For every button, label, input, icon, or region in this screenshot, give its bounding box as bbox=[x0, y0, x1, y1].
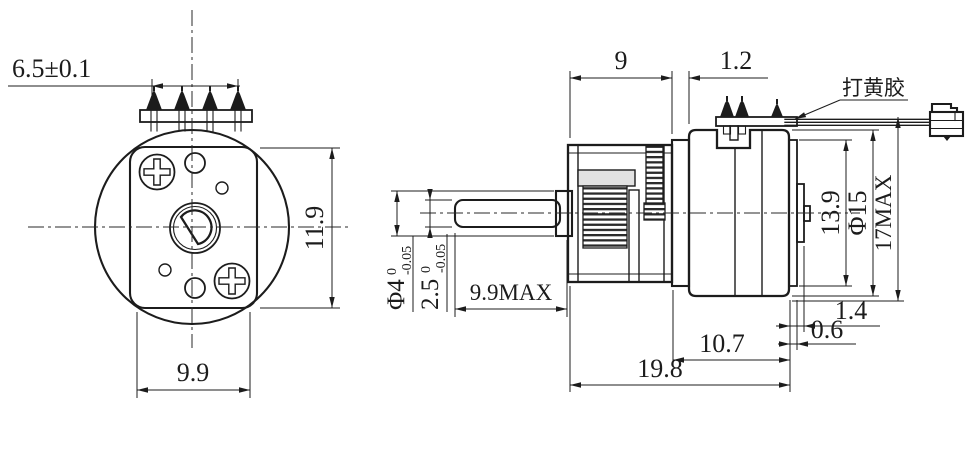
dim-rear-cap-diameter: 13.9 bbox=[799, 139, 852, 287]
dim-total-length: 19.8 bbox=[569, 286, 790, 392]
motor-pin-1 bbox=[720, 100, 734, 117]
dim-bearing-boss-width-label: 1.4 bbox=[835, 296, 868, 325]
terminal-notch bbox=[729, 125, 739, 141]
dim-total-length-label: 19.8 bbox=[637, 354, 683, 383]
dim-cap-lip-width: 0.6 bbox=[778, 300, 856, 350]
dim-shaft-flat-height-label: 2.5 0 -0.05 bbox=[417, 244, 449, 310]
dim-body-diameter-label: Φ15 bbox=[843, 190, 872, 235]
dim-pin-span-label: 6.5±0.1 bbox=[12, 54, 91, 83]
output-shaft-front bbox=[169, 202, 221, 254]
pilot-hole-left bbox=[158, 263, 172, 277]
mount-hole-bottom bbox=[184, 277, 206, 299]
dim-plate-width: 9.9 bbox=[136, 312, 251, 398]
dim-plate-height-label: 11.9 bbox=[300, 206, 329, 251]
gear-collar bbox=[577, 169, 636, 187]
dim-gearbox-length-label: 9 bbox=[615, 46, 628, 75]
pin-3 bbox=[202, 90, 218, 110]
idler-shaft-post bbox=[628, 189, 640, 283]
dim-overall-height-label: 17MAX bbox=[871, 174, 896, 251]
terminal-strip bbox=[715, 116, 798, 127]
dim-shaft-boss-diameter: Φ4 0 -0.05 bbox=[383, 190, 554, 312]
lead-wires bbox=[784, 118, 930, 127]
screw-bottom-right bbox=[213, 262, 251, 300]
pin-1 bbox=[146, 90, 162, 110]
pin-2 bbox=[174, 90, 190, 110]
wire-connector bbox=[928, 102, 965, 141]
dim-plate-width-label: 9.9 bbox=[177, 358, 210, 387]
glue-note: 打黄胶 bbox=[793, 77, 908, 122]
dim-rear-cap-diameter-label: 13.9 bbox=[816, 190, 845, 236]
phillips-cross bbox=[143, 158, 171, 186]
dim-motor-length-label: 10.7 bbox=[699, 329, 745, 358]
pin-header-bar bbox=[139, 109, 253, 123]
motor-pins bbox=[720, 96, 783, 135]
dim-shaft-length-label: 9.9MAX bbox=[470, 280, 553, 305]
motor-pin-2 bbox=[735, 100, 749, 117]
phillips-cross bbox=[218, 267, 246, 295]
dim-overall-height: 17MAX bbox=[792, 117, 904, 302]
connector-tab bbox=[930, 102, 959, 114]
dim-shaft-boss-diameter-label: Φ4 0 -0.05 bbox=[383, 246, 415, 310]
glue-note-label: 打黄胶 bbox=[842, 77, 905, 100]
dim-body-diameter: Φ15 bbox=[792, 129, 879, 297]
pinion-gear-tall bbox=[645, 145, 664, 213]
motor-can bbox=[687, 128, 791, 298]
connector-latch bbox=[943, 136, 951, 141]
pilot-hole-right bbox=[215, 181, 229, 195]
screw-top-left bbox=[138, 153, 176, 191]
pin-contacts bbox=[146, 86, 246, 110]
dim-shaft-flat-height: 2.5 0 -0.05 bbox=[417, 189, 452, 312]
dim-shaft-length: 9.9MAX bbox=[454, 233, 568, 317]
mount-hole-top bbox=[184, 152, 206, 174]
dim-plate-height: 11.9 bbox=[260, 147, 340, 309]
pin-header-legs bbox=[150, 109, 242, 132]
pinion-gear-small bbox=[643, 202, 666, 221]
reduction-gear-large bbox=[582, 185, 628, 249]
dim-cap-lip-width-label: 0.6 bbox=[811, 315, 844, 344]
connector-body bbox=[928, 110, 965, 138]
dim-bearing-boss-width: 1.4 bbox=[776, 246, 880, 392]
dim-pin-span: 6.5±0.1 bbox=[8, 54, 240, 105]
dim-front-step: 1.2 bbox=[688, 46, 768, 124]
d-shaft-flat bbox=[179, 209, 213, 246]
side-view: 9 1.2 打黄胶 13.9 bbox=[383, 46, 965, 392]
motor-pin-3 bbox=[771, 103, 783, 117]
dim-motor-length: 10.7 bbox=[672, 290, 790, 366]
front-view: 6.5±0.1 11.9 9.9 bbox=[8, 10, 352, 398]
front-pin-header bbox=[139, 86, 253, 132]
dim-gearbox-length: 9 bbox=[569, 46, 673, 138]
dim-front-step-label: 1.2 bbox=[720, 46, 753, 75]
gearbox-section bbox=[566, 143, 674, 284]
